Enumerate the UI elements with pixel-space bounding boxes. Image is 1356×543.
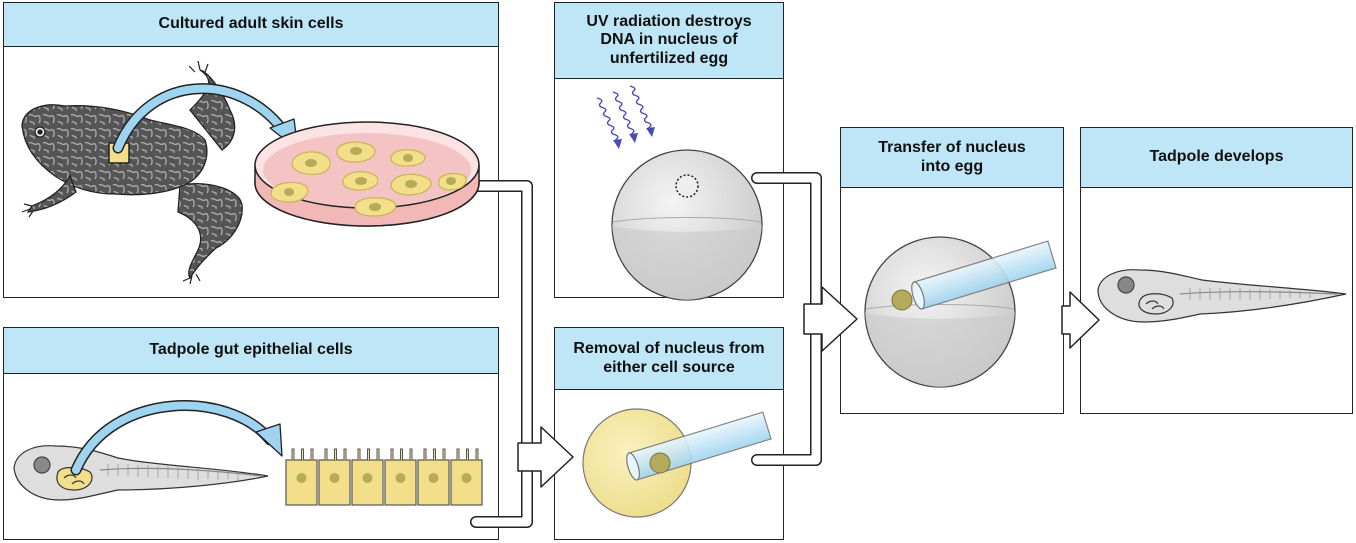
epithelial-cell-nucleus xyxy=(428,473,439,483)
uv-ray-arrowhead xyxy=(629,133,638,143)
panel-removal-title: Removal of nucleus from either cell sour… xyxy=(555,328,783,390)
panel-uv-title: UV radiation destroys DNA in nucleus of … xyxy=(555,3,783,79)
panel-uv-title-line-3: unfertilized egg xyxy=(609,49,729,67)
arrow-to-transfer-icon xyxy=(803,286,858,352)
arrow-to-removal-icon xyxy=(517,426,574,488)
panel-adult-skin-title: Cultured adult skin cells xyxy=(4,3,498,47)
uv-radiation-icon xyxy=(596,85,655,149)
panel-tadpole-gut-title: Tadpole gut epithelial cells xyxy=(4,328,498,374)
microvilli xyxy=(357,448,380,460)
panel-removal-title-line-1: Removal of nucleus from xyxy=(573,340,765,358)
microvilli xyxy=(390,448,413,460)
arrow-to-tadpole-icon xyxy=(1061,291,1100,349)
microvilli xyxy=(291,448,314,460)
egg-uv-illustration xyxy=(611,149,763,301)
frog-illustration xyxy=(21,60,243,285)
microvilli xyxy=(423,448,446,460)
uv-ray xyxy=(629,85,652,132)
epithelial-cell-nucleus xyxy=(362,473,373,483)
microvilli xyxy=(456,448,479,460)
yolk-cell-removal-illustration xyxy=(582,408,772,518)
panel-transfer-title-line-2: into egg xyxy=(920,157,984,175)
panel-uv-title-line-2: DNA in nucleus of xyxy=(600,31,738,49)
epithelial-cell-nucleus xyxy=(329,473,340,483)
uv-ray-arrowhead xyxy=(646,127,655,137)
microvilli xyxy=(324,448,347,460)
egg-transfer-illustration xyxy=(864,236,1057,388)
panel-transfer-title-line-1: Transfer of nucleus xyxy=(878,139,1026,157)
epithelial-cell-nucleus xyxy=(296,473,307,483)
epithelial-cell-nucleus xyxy=(461,473,472,483)
panel-removal-title-line-2: either cell source xyxy=(603,358,735,376)
panel-uv-title-line-1: UV radiation destroys xyxy=(586,12,752,30)
epithelial-cells-illustration xyxy=(285,448,483,506)
gut-tadpole-illustration xyxy=(13,445,269,501)
panel-tadpole-develops-title: Tadpole develops xyxy=(1081,128,1352,188)
epithelial-cell-nucleus xyxy=(395,473,406,483)
uv-ray xyxy=(612,91,635,138)
uv-ray xyxy=(596,97,619,144)
panel-transfer-title: Transfer of nucleus into egg xyxy=(841,128,1063,188)
tadpole-illustration xyxy=(1097,269,1347,323)
petri-dish-illustration xyxy=(254,121,480,227)
uv-ray-arrowhead xyxy=(613,139,622,149)
transfer-pipette-icon xyxy=(911,240,1057,310)
